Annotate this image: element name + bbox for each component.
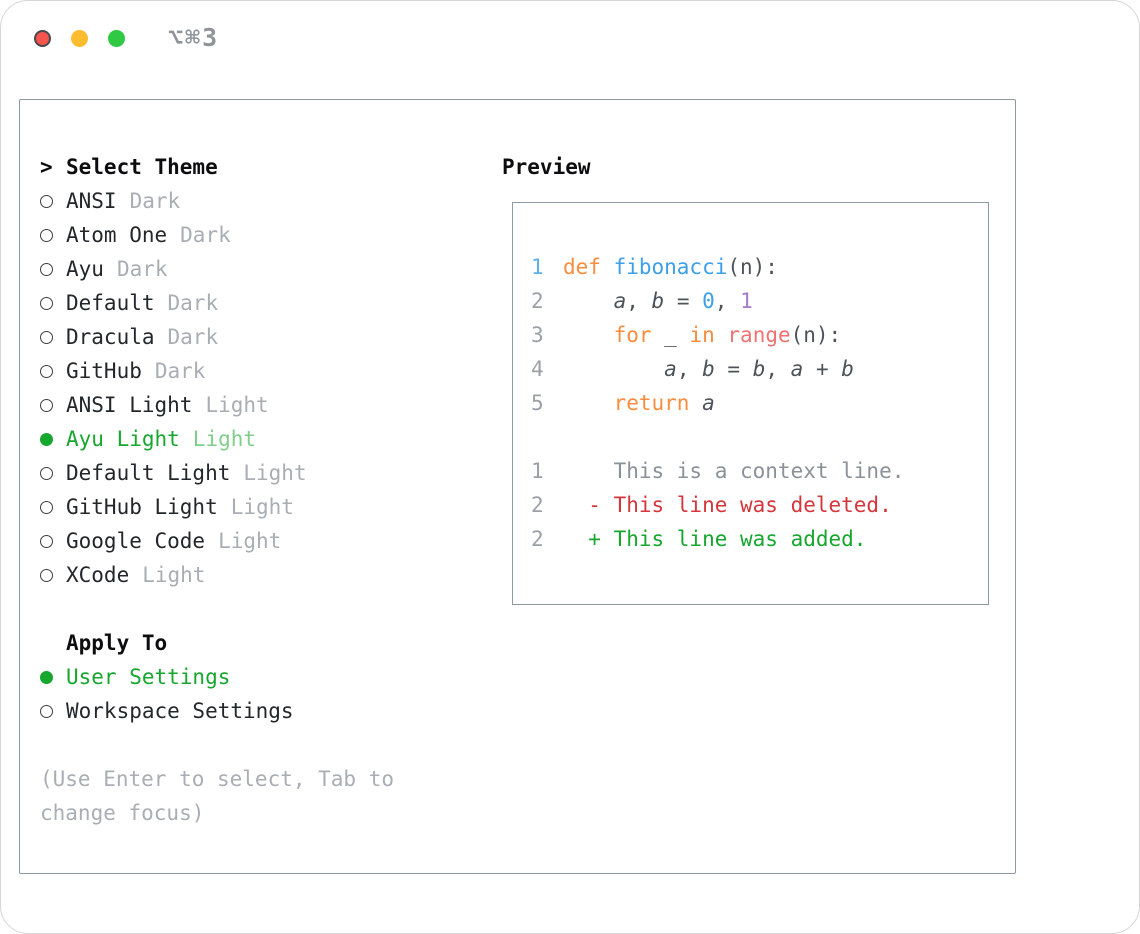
theme-variant: Light: [230, 495, 294, 519]
radio-icon: [40, 262, 53, 276]
theme-name: GitHub Light: [66, 495, 218, 519]
radio-selected-icon: [40, 432, 53, 446]
theme-variant: Light: [192, 427, 257, 451]
hint-text: (Use Enter to select, Tab to change focu…: [40, 767, 395, 825]
radio-icon: [40, 228, 53, 242]
theme-name: Default: [66, 291, 155, 315]
diff-line-context: 1 This is a context line.: [531, 454, 988, 488]
select-theme-header: > Select Theme: [40, 150, 470, 184]
radio-icon: [40, 568, 53, 582]
theme-variant: Dark: [154, 359, 206, 383]
theme-name: XCode: [66, 563, 130, 587]
radio-icon: [40, 296, 53, 310]
code-line-1: 1 def fibonacci(n):: [531, 250, 988, 284]
line-number: 2: [531, 527, 544, 551]
theme-item-ayu[interactable]: Ayu Dark: [40, 252, 470, 286]
line-number: 1: [531, 459, 544, 483]
theme-item-default[interactable]: Default Dark: [40, 286, 470, 320]
theme-name: ANSI Light: [66, 393, 193, 417]
radio-icon: [40, 330, 53, 344]
spacer: [40, 592, 470, 626]
code-line-3: 3 for _ in range(n):: [531, 318, 988, 352]
preview-title: Preview: [502, 155, 591, 179]
select-theme-title: Select Theme: [66, 155, 218, 179]
diff-text: + This line was added.: [563, 527, 867, 551]
theme-item-xcode[interactable]: XCode Light: [40, 558, 470, 592]
line-number: 5: [531, 391, 544, 415]
radio-icon: [40, 398, 53, 412]
theme-item-ansi-light[interactable]: ANSI Light Light: [40, 388, 470, 422]
theme-variant: Dark: [167, 325, 219, 349]
code-text: return a: [613, 391, 715, 415]
zoom-button[interactable]: [108, 30, 125, 47]
window-shortcut-label: ⌥⌘3: [168, 23, 220, 52]
apply-to-title: Apply To: [66, 631, 168, 655]
radio-icon: [40, 364, 53, 378]
apply-option-label: Workspace Settings: [66, 699, 294, 723]
theme-item-dracula[interactable]: Dracula Dark: [40, 320, 470, 354]
line-number: 4: [531, 357, 544, 381]
radio-icon: [40, 466, 53, 480]
diff-text: This is a context line.: [563, 459, 905, 483]
diff-line-added: 2 + This line was added.: [531, 522, 988, 556]
diff-text: - This line was deleted.: [563, 493, 892, 517]
theme-name: ANSI: [66, 189, 117, 213]
theme-item-ayu-light[interactable]: Ayu Light Light: [40, 422, 470, 456]
theme-name: Google Code: [66, 529, 206, 553]
code-text: a, b = 0, 1: [613, 289, 753, 313]
radio-icon: [40, 704, 53, 718]
code-text: for _ in range(n):: [613, 323, 842, 347]
theme-name: Ayu: [66, 257, 104, 281]
theme-item-default-light[interactable]: Default Light Light: [40, 456, 470, 490]
window-controls: [34, 30, 125, 47]
code-line-4: 4 a, b = b, a + b: [531, 352, 988, 386]
code-line-2: 2 a, b = 0, 1: [531, 284, 988, 318]
close-button[interactable]: [34, 30, 51, 47]
code-text: def fibonacci(n):: [563, 255, 778, 279]
theme-item-github[interactable]: GitHub Dark: [40, 354, 470, 388]
blank-line: [531, 420, 988, 454]
theme-variant: Dark: [180, 223, 231, 247]
spacer: [40, 728, 470, 762]
apply-option-user-settings[interactable]: User Settings: [40, 660, 470, 694]
radio-icon: [40, 194, 53, 208]
theme-variant: Light: [218, 529, 282, 553]
code-line-5: 5 return a: [531, 386, 988, 420]
line-number: 1: [531, 255, 544, 279]
theme-item-github-light[interactable]: GitHub Light Light: [40, 490, 470, 524]
minimize-button[interactable]: [71, 30, 88, 47]
line-number: 2: [531, 493, 544, 517]
radio-selected-icon: [40, 670, 53, 684]
theme-name: Default Light: [66, 461, 231, 485]
apply-option-label: User Settings: [66, 665, 231, 689]
apply-option-workspace-settings[interactable]: Workspace Settings: [40, 694, 470, 728]
radio-icon: [40, 534, 53, 548]
theme-item-google-code[interactable]: Google Code Light: [40, 524, 470, 558]
radio-icon: [40, 500, 53, 514]
line-number: 2: [531, 289, 544, 313]
diff-line-deleted: 2 - This line was deleted.: [531, 488, 988, 522]
theme-variant: Dark: [116, 257, 168, 281]
theme-variant: Light: [243, 461, 307, 485]
theme-item-ansi[interactable]: ANSI Dark: [40, 184, 470, 218]
theme-variant: Light: [142, 563, 206, 587]
theme-name: Atom One: [66, 223, 168, 247]
theme-variant: Light: [205, 393, 269, 417]
prompt-icon: >: [40, 155, 53, 179]
theme-item-atom-one[interactable]: Atom One Dark: [40, 218, 470, 252]
theme-name: Ayu Light: [66, 427, 180, 451]
theme-variant: Dark: [129, 189, 181, 213]
line-number: 3: [531, 323, 544, 347]
theme-name: GitHub: [66, 359, 142, 383]
theme-variant: Dark: [167, 291, 219, 315]
apply-to-header: Apply To: [40, 626, 470, 660]
code-text: a, b = b, a + b: [664, 357, 854, 381]
theme-name: Dracula: [66, 325, 155, 349]
